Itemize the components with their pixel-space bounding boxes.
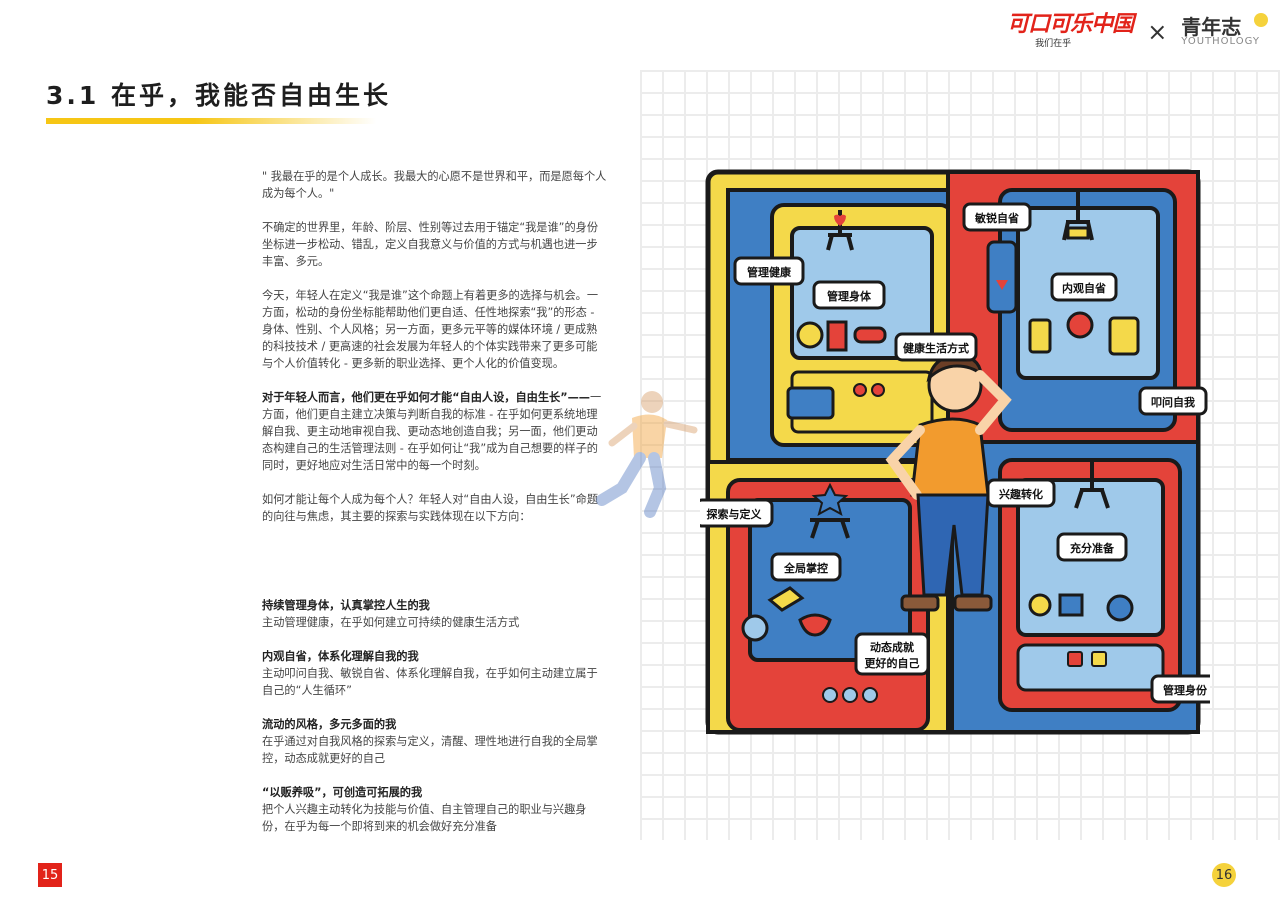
- youthology-logo: 青年志 YOUTHOLOGY: [1181, 12, 1268, 47]
- svg-text:内观自省: 内观自省: [1062, 281, 1106, 295]
- label-explore-define: 探索与定义: [700, 498, 774, 528]
- list-item-desc: 主动管理健康，在乎如何建立可持续的健康生活方式: [262, 616, 520, 629]
- svg-text:管理健康: 管理健康: [747, 265, 792, 279]
- running-figure-illustration: [596, 391, 698, 518]
- label-manage-identity: 管理身份: [1150, 674, 1210, 704]
- coca-cola-logo: 可口可乐中国 我们在乎: [1007, 12, 1134, 50]
- svg-text:管理身体: 管理身体: [827, 289, 872, 303]
- coca-cola-tagline: 我们在乎: [1035, 39, 1072, 49]
- title-underline: [46, 118, 376, 124]
- list-item-heading: 流动的风格，多元多面的我: [262, 718, 397, 731]
- paragraph-4: 如何才能让每个人成为每个人？年轻人对“自由人设，自由生长”命题的向往与焦虑，其主…: [262, 493, 599, 523]
- label-dynamic-achieve: 动态成就 更好的自己: [854, 632, 930, 676]
- list-item-heading: 持续管理身体，认真掌控人生的我: [262, 599, 430, 612]
- list-item-desc: 主动叩问自我、敏锐自省、体系化理解自我，在乎如何主动建立属于自己的“人生循环”: [262, 667, 598, 697]
- coca-cola-logo-text: 可口可乐中国: [1007, 12, 1134, 37]
- list-item: 流动的风格，多元多面的我 在乎通过对自我风格的探索与定义，清醒、理性地进行自我的…: [262, 716, 608, 767]
- label-global-control: 全局掌控: [770, 552, 842, 582]
- person-figure: [885, 354, 1012, 612]
- label-healthy-lifestyle: 健康生活方式: [894, 332, 978, 362]
- svg-text:健康生活方式: 健康生活方式: [903, 341, 969, 355]
- quote-paragraph: " 我最在乎的是个人成长。我最大的心愿不是世界和平，而是愿每个人成为每个人。": [262, 170, 607, 200]
- label-keen-reflect: 敏锐自省: [962, 202, 1032, 232]
- label-interest-convert: 兴趣转化: [986, 478, 1056, 508]
- svg-text:兴趣转化: 兴趣转化: [999, 487, 1043, 501]
- svg-text:管理身份: 管理身份: [1163, 683, 1208, 697]
- paragraph-2: 今天，年轻人在定义“我是谁”这个命题上有着更多的选择与机会。一方面，松动的身份坐…: [262, 289, 599, 370]
- list-item: 内观自省，体系化理解自我的我 主动叩问自我、敏锐自省、体系化理解自我，在乎如何主…: [262, 648, 608, 699]
- paragraph-1: 不确定的世界里，年龄、阶层、性别等过去用于锚定“我是谁”的身份坐标进一步松动、错…: [262, 221, 599, 268]
- list-item-desc: 在乎通过对自我风格的探索与定义，清醒、理性地进行自我的全局掌控，动态成就更好的自…: [262, 735, 598, 765]
- paragraph-3-lead: 对于年轻人而言，他们更在乎如何才能“自由人设，自由生长”——: [262, 391, 590, 404]
- svg-text:全局掌控: 全局掌控: [783, 561, 828, 575]
- label-question-self: 叩问自我: [1138, 386, 1208, 416]
- svg-text:更好的自己: 更好的自己: [865, 656, 920, 670]
- youthology-dot-icon: [1254, 12, 1268, 27]
- svg-text:探索与定义: 探索与定义: [707, 507, 763, 521]
- label-full-prepare: 充分准备: [1056, 532, 1128, 562]
- paragraph-3-body: 一方面，他们更自主建立决策与判断自我的标准 - 在乎如何更系统地理解自我、更主动…: [262, 391, 602, 472]
- label-inner-reflect: 内观自省: [1050, 272, 1118, 302]
- page-title: 3.1 在乎，我能否自由生长: [46, 81, 391, 110]
- youthology-logo-text: 青年志: [1181, 14, 1242, 39]
- svg-text:叩问自我: 叩问自我: [1151, 395, 1195, 409]
- label-manage-body: 管理身体: [812, 280, 886, 310]
- youthology-logo-sub: YOUTHOLOGY: [1181, 35, 1260, 47]
- page-number-right: 16: [1212, 863, 1236, 887]
- header-logos: 可口可乐中国 我们在乎 × 青年志 YOUTHOLOGY: [1007, 12, 1268, 50]
- paragraph-3: 对于年轻人而言，他们更在乎如何才能“自由人设，自由生长”——一方面，他们更自主建…: [262, 389, 608, 474]
- claw-machine-illustration: 管理健康 管理身体 健康生活方式 敏锐自省 内观自省 叩问自我 探索与定义 全局…: [700, 169, 1210, 735]
- list-item: “以贩养吸”，可创造可拓展的我 把个人兴趣主动转化为技能与价值、自主管理自己的职…: [262, 784, 608, 835]
- page-number-left: 15: [38, 863, 62, 887]
- svg-text:充分准备: 充分准备: [1070, 541, 1115, 555]
- direction-list: 持续管理身体，认真掌控人生的我 主动管理健康，在乎如何建立可持续的健康生活方式 …: [262, 597, 608, 852]
- collab-separator: ×: [1147, 17, 1168, 46]
- list-item-heading: “以贩养吸”，可创造可拓展的我: [262, 786, 423, 799]
- body-text: " 我最在乎的是个人成长。我最大的心愿不是世界和平，而是愿每个人成为每个人。" …: [262, 168, 608, 542]
- list-item-desc: 把个人兴趣主动转化为技能与价值、自主管理自己的职业与兴趣身份，在乎为每一个即将到…: [262, 803, 587, 833]
- svg-text:敏锐自省: 敏锐自省: [974, 211, 1019, 225]
- list-item-heading: 内观自省，体系化理解自我的我: [262, 650, 419, 663]
- svg-text:动态成就: 动态成就: [870, 640, 914, 654]
- list-item: 持续管理身体，认真掌控人生的我 主动管理健康，在乎如何建立可持续的健康生活方式: [262, 597, 608, 631]
- label-manage-health: 管理健康: [733, 256, 805, 286]
